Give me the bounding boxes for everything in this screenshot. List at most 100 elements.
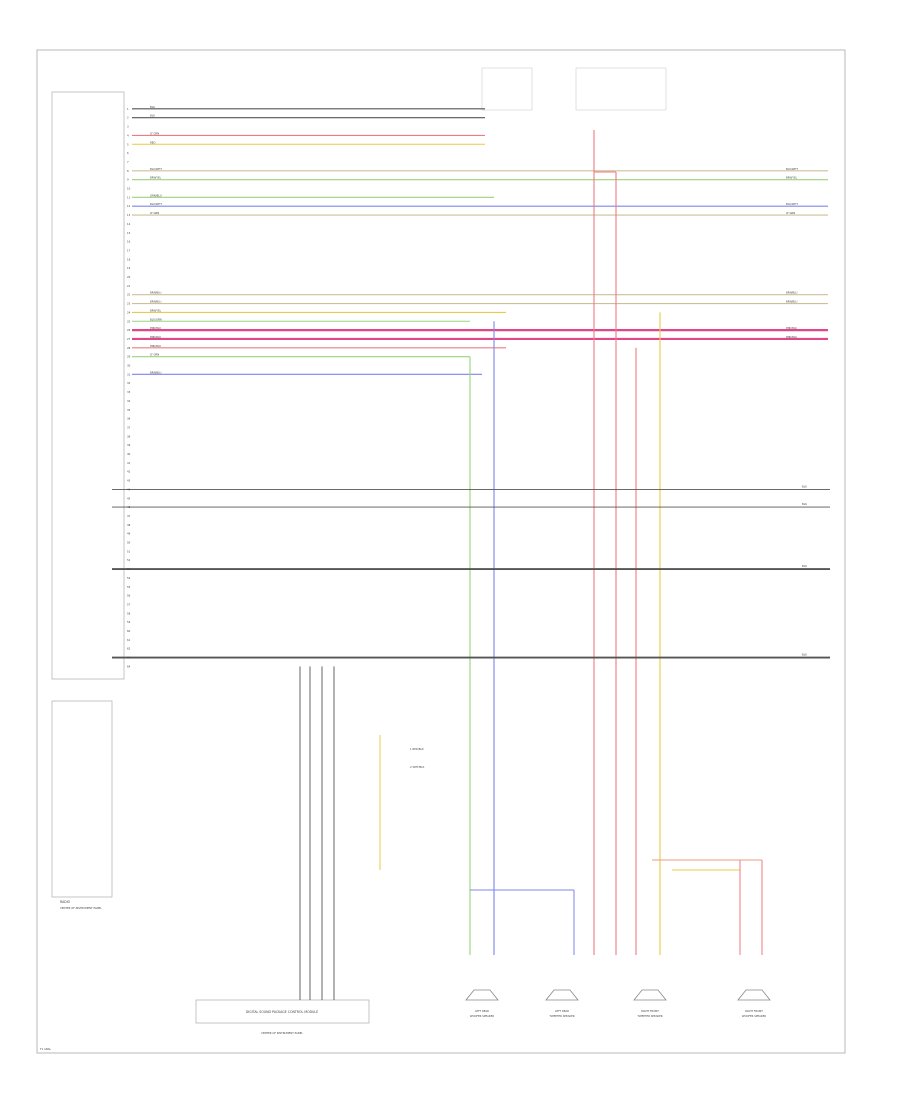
wire-label: PNK/BLU — [150, 326, 161, 330]
connector-pin-label: 49 — [127, 532, 131, 536]
wire-label: RED — [150, 140, 155, 144]
connector-pin-label: 47 — [127, 514, 131, 518]
connector-pin-label: 8 — [127, 169, 129, 173]
wire-label: BRN/BLU — [150, 370, 161, 374]
connector-pin-label: 16 — [127, 240, 131, 244]
connector-pin-label: 29 — [127, 355, 131, 359]
wire-label: BRN/BLU — [150, 291, 161, 295]
connector-pin-label: 35 — [127, 408, 131, 412]
connector-pin-label: 46 — [127, 505, 131, 509]
connector-pin-layer: 1234567891011121314151617181920212223242… — [127, 107, 131, 669]
wire-dest-label: PNK/BLU — [786, 326, 797, 330]
wire-label: PNK/BLU — [150, 344, 161, 348]
connector-pin-label: 41 — [127, 461, 131, 465]
connector-pin-label: 9 — [127, 178, 129, 182]
connector-pin-label: 33 — [127, 390, 131, 394]
connector-pin-label: 62 — [127, 647, 131, 651]
legend-item-1: 1 RED/BLK — [410, 747, 424, 751]
fuse-block-1 — [481, 67, 533, 111]
diagram-frame — [36, 49, 846, 1054]
connector-pin-label: 42 — [127, 470, 131, 474]
connector-pin-label: 38 — [127, 434, 131, 438]
control-module-box — [195, 999, 370, 1024]
wire-label: BLK — [150, 114, 155, 118]
connector-pin-label: 58 — [127, 611, 131, 615]
connector-pin-label: 5 — [127, 142, 129, 146]
connector-pin-label: 25 — [127, 319, 131, 323]
wire-label: BRN/YEL — [150, 308, 162, 312]
fuse-block-2 — [575, 67, 667, 111]
connector-pin-label: 10 — [127, 187, 131, 191]
connector-pin-label: 21 — [127, 284, 131, 288]
connector-pin-label: 28 — [127, 346, 131, 350]
speaker-label: TWEETER SPEAKER — [549, 1014, 574, 1018]
legend-item-2: 2 WHT/BLK — [410, 765, 425, 769]
connector-pin-label: 32 — [127, 381, 131, 385]
connector-pin-label: 40 — [127, 452, 131, 456]
speaker-label: TWEETER SPEAKER — [637, 1014, 662, 1018]
wire-label: PNK/BLU — [150, 335, 161, 339]
connector-pin-label: 45 — [127, 496, 131, 500]
speaker-label: WOOFER SPEAKER — [742, 1014, 766, 1018]
speaker-label: LEFT REAR — [555, 1009, 569, 1013]
wire-label: BRN/BLU — [150, 300, 161, 304]
wire-dest-label: BLU/WHT — [786, 202, 798, 206]
connector-pin-label: 3 — [127, 125, 129, 129]
wire-dest-label: BLU/WHT — [786, 167, 798, 171]
wire-label: BLU/WHT — [150, 167, 162, 171]
connector-pin-label: 64 — [127, 664, 131, 668]
radio-label: RADIO — [60, 900, 71, 904]
wire-dest-label: BRN/BLU — [786, 291, 797, 295]
module-label: DIGITAL SOUND PACKAGE CONTROL MODULE — [246, 1010, 318, 1014]
wire-label: GRN/BLU — [150, 193, 162, 197]
connector-pin-label: 1 — [127, 107, 129, 111]
connector-pin-label: 34 — [127, 399, 131, 403]
speaker-label: RIGHT FRONT — [641, 1009, 659, 1013]
connector-pin-label: 36 — [127, 417, 131, 421]
connector-pin-label: 4 — [127, 133, 129, 137]
speaker-icon — [465, 989, 499, 1001]
connector-pin-label: 37 — [127, 425, 131, 429]
connector-pin-label: 53 — [127, 567, 131, 571]
connector-pin-label: 54 — [127, 576, 131, 580]
connector-pin-label: 56 — [127, 594, 131, 598]
connector-pin-label: 11 — [127, 195, 131, 199]
connector-pin-label: 57 — [127, 602, 131, 606]
connector-pin-label: 2 — [127, 116, 129, 120]
connector-pin-label: 18 — [127, 257, 131, 261]
connector-pin-label: 15 — [127, 231, 131, 235]
connector-pin-label: 55 — [127, 585, 131, 589]
wire-layer: BLK BLK LT GRN RED BLU/WHT BLU/WHT BRN/YEL BRN/… — [132, 105, 828, 375]
connector-pin-label: 19 — [127, 266, 131, 270]
connector-pin-label: 48 — [127, 523, 131, 527]
connector-pin-label: 44 — [127, 487, 131, 491]
module-sublabel: CENTER OF INSTRUMENT PANEL — [261, 1031, 303, 1035]
connector-pin-label: 63 — [127, 656, 131, 660]
wire-label: BLK — [150, 105, 155, 109]
speaker-icon — [633, 989, 667, 1001]
ground-wire-label: BLK — [802, 484, 807, 488]
speaker-label: WOOFER SPEAKER — [470, 1014, 494, 1018]
connector-pin-label: 30 — [127, 364, 131, 368]
connector-pin-label: 50 — [127, 541, 131, 545]
wire-label: LT GRN — [150, 353, 159, 357]
connector-pin-label: 17 — [127, 248, 131, 252]
vertical-wire-layer — [299, 130, 763, 1000]
connector-pin-label: 51 — [127, 549, 131, 553]
wire-dest-label: BRN/BLU — [786, 300, 797, 304]
connector-pin-label: 31 — [127, 372, 131, 376]
speaker-icon — [545, 989, 579, 1001]
connector-pin-label: 23 — [127, 302, 131, 306]
wire-label: LT GRN — [150, 211, 159, 215]
wire-dest-label: LT GRN — [786, 211, 795, 215]
connector-pin-label: 22 — [127, 293, 131, 297]
footer-code: T1 ANAL — [40, 1047, 52, 1051]
ground-wire-label: BLK — [802, 564, 807, 568]
connector-pin-label: 20 — [127, 275, 131, 279]
